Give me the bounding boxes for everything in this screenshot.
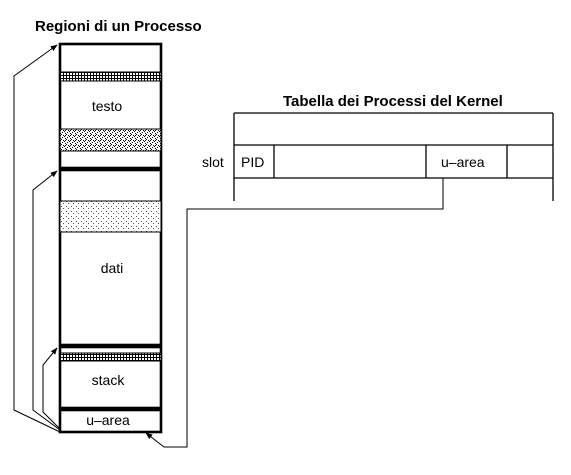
- slot-label: slot: [202, 154, 224, 170]
- text-region-label: testo: [92, 98, 123, 114]
- stack-region-grid-strip: [59, 352, 162, 362]
- table-uarea-label: u–area: [441, 154, 485, 170]
- text-region: testo: [58, 42, 163, 170]
- data-region: dati: [58, 168, 163, 347]
- pointer-arrow-to-stack: [42, 347, 61, 430]
- process-regions-title: Regioni di un Processo: [35, 18, 202, 35]
- uarea-region-label: u–area: [86, 412, 130, 428]
- text-region-grid-strip: [59, 71, 162, 82]
- pointer-arrow-to-data: [32, 170, 61, 431]
- kernel-process-table: [233, 112, 554, 201]
- text-region-shaded-block: [59, 128, 162, 152]
- pointer-arrow-to-text: [13, 44, 61, 433]
- uarea-region: u–area: [58, 408, 163, 434]
- data-region-label: dati: [101, 260, 124, 276]
- data-region-dotted-block: [59, 200, 162, 233]
- pointer-arrow-table-to-uarea: [145, 178, 444, 448]
- kernel-table-title: Tabella dei Processi del Kernel: [283, 93, 503, 110]
- table-pid-label: PID: [241, 154, 264, 170]
- stack-region-label: stack: [92, 372, 126, 388]
- stack-region: stack: [58, 345, 163, 410]
